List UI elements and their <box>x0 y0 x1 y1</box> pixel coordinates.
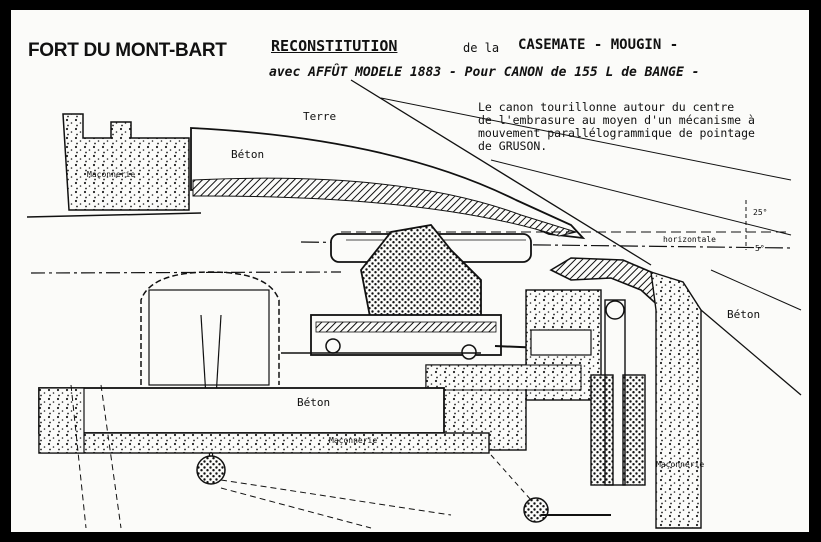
note-line: mouvement parallélogrammique de pointage <box>478 126 755 140</box>
floor-pulley <box>196 455 226 485</box>
label-angle-down: 5° <box>755 244 765 253</box>
roof-hatched-band <box>192 177 578 237</box>
label-maconnerie-left: Maçonnerie <box>87 170 136 179</box>
label-beton-floor: Béton <box>297 396 331 409</box>
casemate-cross-section <box>26 79 802 529</box>
note-line: de GRUSON. <box>478 139 548 153</box>
label-beton-roof: Béton <box>231 148 265 161</box>
label-beton-right: Béton <box>727 308 761 321</box>
embrasure-right-wall <box>650 271 702 529</box>
title-de-la: de la <box>463 41 500 55</box>
left-arch-room <box>140 271 280 385</box>
counterweight-left <box>590 374 614 486</box>
mechanism-note: Le canon tourillonne autour du centre de… <box>478 101 778 153</box>
floor-concrete <box>38 387 445 434</box>
diagram-frame: FORT DU MONT-BART RECONSTITUTION de la C… <box>11 10 809 532</box>
label-angle-up: 25° <box>753 208 768 217</box>
note-line: Le canon tourillonne autour du centre <box>478 100 735 114</box>
fort-title: FORT DU MONT-BART <box>28 40 227 61</box>
label-terre: Terre <box>303 110 337 123</box>
label-horizontale: horizontale <box>663 235 716 244</box>
floor-masonry <box>38 432 490 454</box>
pit-wheel <box>523 497 549 523</box>
note-line: de l'embrasure au moyen d'un mécanisme à <box>478 113 755 127</box>
casemate-title: CASEMATE - MOUGIN - <box>518 37 679 53</box>
label-maconnerie-floor: Maçonnerie <box>329 436 378 445</box>
counterweight-right <box>622 374 646 486</box>
reconstitution-title: RECONSTITUTION <box>271 37 398 55</box>
label-maconnerie-pit: Maçonnerie <box>656 460 705 469</box>
subtitle: avec AFFÛT MODELE 1883 - Pour CANON de 1… <box>269 65 700 80</box>
left-masonry-block <box>62 113 190 211</box>
